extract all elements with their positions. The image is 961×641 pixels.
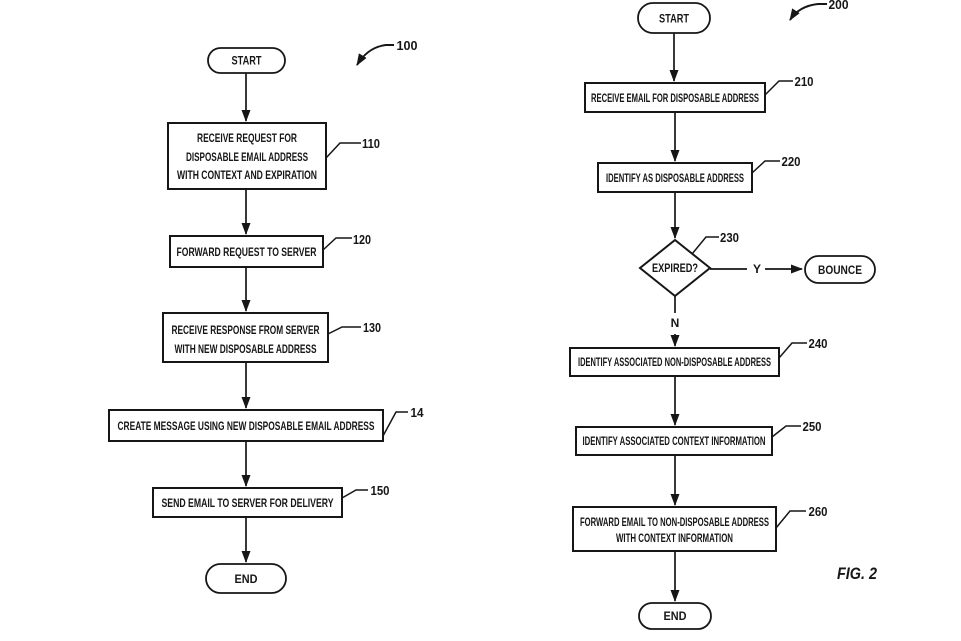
- ref-label-260: 260: [809, 505, 828, 519]
- ref-label-110: 110: [362, 137, 380, 151]
- step-130-line2: WITH NEW DISPOSABLE ADDRESS: [175, 342, 317, 356]
- leader-line-240: [778, 342, 807, 359]
- step-260-line2: WITH CONTEXT INFORMATION: [616, 531, 733, 545]
- leader-line-140: [382, 411, 408, 437]
- ref-label-150: 150: [371, 484, 390, 498]
- fig2-end-label: END: [664, 609, 687, 623]
- ref-label-140: 14: [411, 406, 424, 420]
- fig2-start-label: START: [659, 12, 690, 26]
- step-box-260: [572, 506, 777, 552]
- bounce-label: BOUNCE: [818, 263, 862, 277]
- ref-label-220: 220: [782, 155, 801, 169]
- leader-line-130: [327, 326, 361, 335]
- fig2-end-terminal: [638, 602, 712, 630]
- step-110-line1: RECEIVE REQUEST FOR: [197, 131, 297, 145]
- step-box-130: [162, 312, 329, 363]
- ref-label-250: 250: [803, 420, 822, 434]
- leader-line-120: [322, 237, 352, 251]
- fig1-ref-label: 100: [397, 39, 418, 53]
- step-140-line1: CREATE MESSAGE USING NEW DISPOSABLE EMAI…: [118, 419, 375, 433]
- no-branch-label: N: [671, 316, 680, 330]
- step-box-240: [569, 347, 780, 377]
- step-260-line1: FORWARD EMAIL TO NON-DISPOSABLE ADDRESS: [580, 515, 769, 529]
- step-110-line3: WITH CONTEXT AND EXPIRATION: [177, 168, 317, 182]
- fig1-ref-arrow: [356, 44, 394, 66]
- step-110-line2: DISPOSABLE EMAIL ADDRESS: [186, 150, 308, 164]
- step-150-line1: SEND EMAIL TO SERVER FOR DELIVERY: [162, 496, 334, 510]
- step-120-line1: FORWARD REQUEST TO SERVER: [177, 245, 317, 259]
- fig1-end-terminal: [205, 563, 287, 594]
- figure-2: 200 START RECEIVE EMAIL FOR DISPOSABLE A…: [569, 0, 877, 630]
- ref-label-230: 230: [720, 231, 739, 245]
- fig2-ref-arrow: [789, 3, 827, 21]
- step-box-220: [597, 162, 753, 193]
- step-box-250: [575, 426, 773, 456]
- ref-label-210: 210: [795, 75, 814, 89]
- ref-label-120: 120: [353, 233, 371, 247]
- fig1-start-label: START: [232, 54, 263, 68]
- fig1-end-label: END: [235, 572, 258, 586]
- ref-label-130: 130: [363, 321, 381, 335]
- decision-230-label: EXPIRED?: [652, 261, 698, 275]
- step-130-line1: RECEIVE RESPONSE FROM SERVER: [172, 323, 320, 337]
- step-220-line1: IDENTIFY AS DISPOSABLE ADDRESS: [606, 171, 744, 185]
- step-box-210: [584, 82, 766, 113]
- leader-line-110: [325, 142, 361, 159]
- leader-line-150: [341, 489, 368, 499]
- step-240-line1: IDENTIFY ASSOCIATED NON-DISPOSABLE ADDRE…: [578, 355, 771, 369]
- step-210-line1: RECEIVE EMAIL FOR DISPOSABLE ADDRESS: [591, 91, 759, 105]
- step-box-110: [167, 122, 327, 190]
- leader-line-210: [764, 80, 793, 96]
- leader-line-250: [771, 425, 801, 438]
- bounce-terminal: [804, 255, 876, 284]
- figure-caption: FIG. 2: [837, 564, 877, 583]
- leader-line-230: [691, 236, 719, 255]
- figure-1: 100 START RECEIVE REQUEST FOR DISPOSABLE…: [108, 39, 424, 594]
- leader-line-220: [751, 160, 780, 174]
- yes-branch-label: Y: [753, 262, 761, 276]
- leader-line-260: [775, 510, 806, 529]
- ref-label-240: 240: [809, 337, 828, 351]
- step-box-150: [152, 487, 343, 518]
- step-250-line1: IDENTIFY ASSOCIATED CONTEXT INFORMATION: [583, 434, 766, 448]
- fig2-ref-label: 200: [829, 0, 849, 12]
